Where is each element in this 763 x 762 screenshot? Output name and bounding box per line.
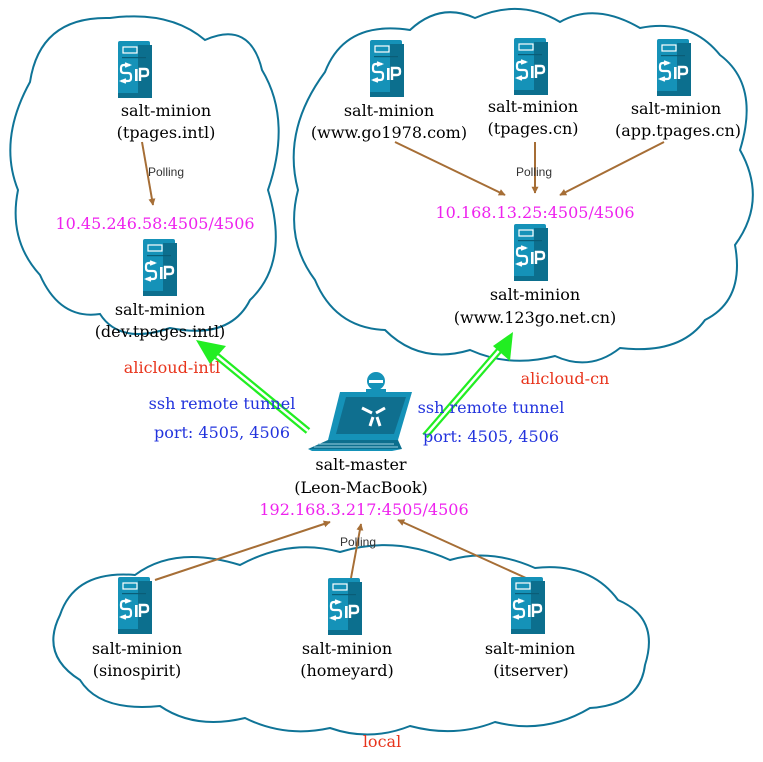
sip-server-icon [655, 37, 693, 98]
tunnel-right-line1: ssh remote tunnel [418, 398, 565, 417]
cloud-local [52, 544, 650, 736]
cloud-alicloud-intl [9, 15, 280, 335]
sip-server-icon [512, 222, 550, 283]
tunnel-arrow-right [422, 332, 513, 439]
sip-server-icon [116, 575, 154, 636]
tunnel-left-line1: ssh remote tunnel [149, 394, 296, 413]
arrow-itserver-to-master-address [397, 519, 527, 579]
node-cn-tpages-line1: salt-minion [488, 97, 578, 116]
node-123go-line2: (www.123go.net.cn) [454, 308, 617, 327]
arrow-go1978-to-cn-address [394, 141, 506, 196]
polling-label-intl: Polling [148, 165, 184, 179]
node-itserver-line1: salt-minion [485, 639, 575, 658]
tunnel-right-line2: port: 4505, 4506 [423, 427, 559, 446]
node-intl-tpages-line2: (tpages.intl) [117, 123, 216, 142]
address-master: 192.168.3.217:4505/4506 [259, 500, 468, 519]
polling-label-local: Polling [340, 535, 376, 549]
sip-server-icon [141, 237, 179, 298]
laptop-icon [308, 372, 412, 451]
arrow-homeyard-to-master-address [350, 523, 364, 579]
polling-arrows [141, 141, 665, 581]
node-123go-line1: salt-minion [490, 285, 580, 304]
arrow-sinospirit-to-master-address [154, 520, 331, 581]
node-go1978-line1: salt-minion [344, 101, 434, 120]
node-sinospirit-line2: (sinospirit) [93, 661, 182, 680]
sip-server-icon [116, 39, 154, 100]
node-master-line2: (Leon-MacBook) [294, 478, 428, 497]
node-cn-tpages-line2: (tpages.cn) [488, 119, 579, 138]
sip-server-icon [368, 38, 406, 99]
node-app-tpages-line1: salt-minion [631, 99, 721, 118]
node-homeyard-line1: salt-minion [302, 639, 392, 658]
tunnel-left-line2: port: 4505, 4506 [154, 423, 290, 442]
cloud-name-local: local [363, 732, 401, 751]
node-sinospirit-line1: salt-minion [92, 639, 182, 658]
polling-label-cn: Polling [516, 165, 552, 179]
node-homeyard-line2: (homeyard) [300, 661, 394, 680]
node-app-tpages-line2: (app.tpages.cn) [615, 121, 741, 140]
cloud-name-cn: alicloud-cn [521, 369, 610, 388]
address-cn: 10.168.13.25:4505/4506 [435, 203, 634, 222]
address-intl: 10.45.246.58:4505/4506 [55, 214, 254, 233]
node-intl-dev-line2: (dev.tpages.intl) [95, 322, 226, 341]
arrow-app-tpages-to-cn-address [559, 141, 665, 196]
node-intl-tpages-line1: salt-minion [121, 101, 211, 120]
sip-server-icon [512, 36, 550, 97]
node-itserver-line2: (itserver) [493, 661, 569, 680]
node-go1978-line2: (www.go1978.com) [311, 123, 467, 142]
sip-server-icon [509, 575, 547, 636]
node-master-line1: salt-master [315, 455, 407, 474]
cloud-alicloud-cn [292, 8, 754, 364]
cloud-name-intl: alicloud-intl [124, 358, 220, 377]
arrow-intl-tpages-to-intl-address [141, 141, 156, 206]
node-intl-dev-line1: salt-minion [115, 300, 205, 319]
tunnel-arrow-left [196, 340, 311, 434]
sip-server-icon [326, 576, 364, 637]
